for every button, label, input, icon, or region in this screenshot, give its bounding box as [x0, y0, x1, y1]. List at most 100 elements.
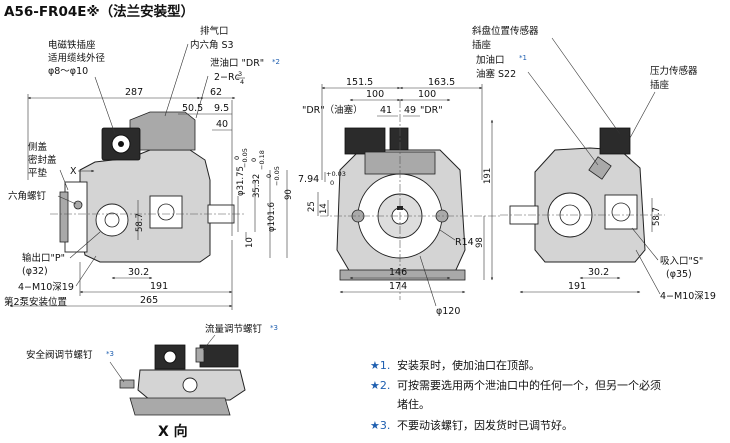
dim-50-5: 50.5 [182, 103, 203, 114]
thread-p-label: 4−M10深19 [18, 282, 74, 293]
x-body-bottom [129, 397, 231, 416]
x-solenoid-right [199, 344, 239, 368]
thread-s-label: 4−M10深19 [660, 291, 716, 302]
phi120-leader [419, 255, 437, 307]
dim-31-75: φ31.75 [236, 166, 246, 196]
flow-screw-label: 流量调节螺钉 [205, 323, 263, 335]
note-1-text: 安装泵时，使加油口在顶部。 [397, 358, 540, 372]
fill-port-star: *1 [519, 54, 527, 62]
pressure-sensor-label-1: 压力传感器 [650, 65, 698, 77]
dim-287: 287 [125, 87, 143, 98]
note-2-text: 可按需要选用两个泄油口中的任何一个，但另一个必须 [397, 378, 661, 392]
note-2-mark: ★2. [370, 379, 390, 392]
dim-9-5: 9.5 [214, 103, 229, 114]
fill-port-label: 加油口 [476, 54, 505, 66]
thread-p-leader [75, 255, 97, 287]
swash-sensor-leader [551, 37, 621, 135]
drain-label-1: 泄油口 "DR" [210, 57, 264, 69]
side-plug-label-3: 平垫 [28, 167, 48, 179]
dim-58-7: 58.7 [135, 213, 145, 232]
dim-191-right: 191 [568, 281, 586, 292]
left-block-bore [157, 203, 175, 221]
tol-101-6-bot: −0.05 [273, 166, 281, 186]
tol-35-32-bot: −0.18 [258, 150, 266, 170]
left-flange-lip [59, 191, 69, 243]
air-vent-label-1: 排气口 [200, 25, 229, 37]
inlet-label-2: (φ35) [666, 269, 692, 280]
dim-41: 41 [380, 105, 392, 116]
right-side-view: 斜盘位置传感器 插座 加油口 *1 油塞 S22 压力传感器 插座 吸入口"S"… [472, 25, 716, 302]
x-center-port [182, 377, 198, 393]
left-top-housing [129, 111, 196, 151]
drain-frac-num: 3 [238, 70, 242, 78]
drain-star: *2 [272, 58, 280, 66]
dim-r14: R14 [455, 237, 474, 248]
solenoid-leader [94, 76, 116, 135]
relief-screw-star: *3 [106, 350, 114, 358]
dim-25: 25 [307, 201, 317, 212]
note-3-mark: ★3. [370, 419, 390, 432]
pressure-sensor-leader [629, 91, 656, 139]
thread-s-leader [635, 249, 661, 295]
dim-90: 90 [284, 189, 294, 200]
r14-leader [439, 229, 456, 241]
outlet-port-bore [104, 212, 120, 228]
dim-146: 146 [389, 267, 407, 278]
center-top-plug [389, 127, 409, 151]
dim-35-32: 35.32 [252, 174, 262, 198]
left-side-view: 287 62 50.5 9.5 40 φ31.75 0 −0.05 35.32 … [4, 39, 294, 310]
dim-30-2: 30.2 [128, 267, 149, 278]
dim-10: 10 [245, 237, 255, 248]
dim-49: 49 [404, 105, 416, 116]
drain-label-2: 2−Rc [214, 72, 240, 83]
relief-screw-label: 安全阀调节螺钉 [26, 349, 93, 361]
solenoid-socket-center [118, 141, 124, 147]
hex-bolt-label: 六角螺钉 [8, 190, 47, 202]
notes-block: ★1. 安装泵时，使加油口在顶部。 ★2. 可按需要选用两个泄油口中的任何一个，… [370, 358, 661, 432]
right-solenoid-box [599, 127, 631, 155]
second-pump-label: 第2泵安装位置 [4, 296, 67, 308]
drain-leader [195, 75, 209, 119]
side-plug-label-1: 侧盖 [28, 141, 48, 153]
tol-7-94-bot: 0 [330, 179, 334, 187]
dim-101-6: φ101.6 [267, 202, 277, 232]
fill-port-plug [588, 156, 612, 180]
flow-screw-star: *3 [270, 324, 278, 332]
hex-bolt-leader [57, 195, 77, 205]
tol-35-32-top: 0 [250, 158, 258, 162]
dim-14: 14 [319, 203, 329, 214]
tol-7-94-top: +0.03 [326, 170, 346, 178]
dim-174: 174 [389, 281, 407, 292]
note-3-text: 不要动该螺钉，因发货时已调节好。 [397, 418, 573, 432]
dim-191-center: 191 [483, 168, 493, 184]
air-vent-label-2: 内六角 S3 [190, 39, 234, 51]
note-1-mark: ★1. [370, 359, 390, 372]
center-top-solenoid [344, 127, 386, 155]
dim-62: 62 [210, 87, 222, 98]
solenoid-label-1: 电磁铁插座 [48, 39, 96, 51]
inlet-port-circle [611, 202, 631, 222]
side-plug-label-2: 密封盖 [28, 154, 57, 166]
tol-31-75-bot: −0.05 [241, 148, 249, 168]
dim-phi120: φ120 [436, 306, 460, 317]
left-pump-body [79, 149, 211, 263]
dim-265: 265 [140, 295, 158, 306]
solenoid-label-2: 适用缆线外径 [48, 52, 106, 64]
fill-port-leader [527, 71, 599, 166]
solenoid-label-3: φ8～φ10 [48, 66, 88, 77]
inlet-label-1: 吸入口"S" [660, 256, 703, 267]
dim-151-5: 151.5 [346, 77, 373, 88]
x-socket-icon [163, 350, 177, 364]
side-plug-leader [59, 169, 69, 191]
outlet-label-2: (φ32) [22, 266, 48, 277]
relief-screw-icon [119, 379, 135, 389]
dim-58-7-right: 58.7 [652, 207, 662, 226]
tol-31-75-top: 0 [233, 156, 241, 160]
inlet-leader [631, 227, 659, 261]
dr-oil-plug-label: "DR"（油塞） [302, 104, 363, 116]
center-base-foot [339, 269, 466, 281]
dr-right-label: "DR" [420, 105, 443, 116]
dim-100-right: 100 [418, 89, 436, 100]
center-front-view: 151.5 163.5 100 100 "DR"（油塞） 41 49 "DR" … [164, 25, 500, 317]
